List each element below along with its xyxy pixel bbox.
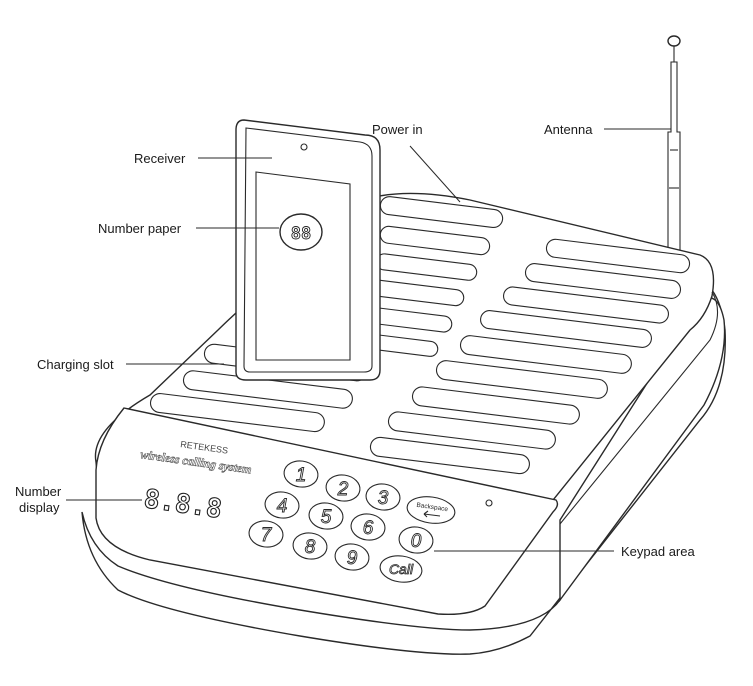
slot (369, 436, 530, 475)
slot (411, 386, 580, 425)
paper-number: 88 (291, 224, 311, 244)
slot (480, 310, 652, 348)
key-6[interactable]: 6 (349, 512, 386, 542)
svg-text:3: 3 (378, 488, 389, 509)
svg-text:Backspace: Backspace (416, 502, 449, 513)
svg-text:1: 1 (296, 465, 307, 486)
key-9[interactable]: 9 (333, 542, 370, 572)
key-4[interactable]: 4 (263, 490, 300, 520)
label-charging-slot: Charging slot (37, 357, 114, 372)
svg-text:9: 9 (347, 548, 358, 569)
svg-text:Call: Call (389, 561, 414, 577)
callout-leaders (66, 128, 671, 552)
antenna (667, 35, 681, 250)
label-number-paper: Number paper (98, 221, 182, 236)
key-7[interactable]: 7 (247, 519, 284, 549)
svg-text:2: 2 (337, 479, 349, 500)
svg-text:7: 7 (261, 525, 273, 546)
slot (524, 263, 682, 299)
svg-text:0: 0 (411, 531, 422, 552)
label-number-display-1: Number (15, 484, 62, 499)
slot (149, 393, 325, 433)
number-paper-badge: 88 (279, 213, 323, 251)
svg-text:8: 8 (305, 537, 316, 558)
svg-text:4: 4 (277, 496, 288, 517)
slot (387, 411, 556, 450)
label-keypad-area: Keypad area (621, 544, 695, 559)
label-number-display-2: display (19, 500, 60, 515)
slot (503, 286, 669, 324)
slot (545, 238, 691, 274)
key-0[interactable]: 0 (397, 525, 434, 555)
key-5[interactable]: 5 (307, 501, 344, 531)
label-receiver: Receiver (134, 151, 186, 166)
svg-text:6: 6 (363, 518, 374, 539)
key-2[interactable]: 2 (324, 473, 361, 503)
callout-labels: Receiver Power in Antenna Number paper C… (15, 122, 695, 559)
backspace-key[interactable]: Backspace (405, 494, 456, 526)
label-antenna: Antenna (544, 122, 593, 137)
keypad: 1 2 3 Backspace 4 5 6 0 (247, 459, 456, 585)
slot (435, 360, 608, 399)
receiver: 88 (235, 119, 381, 381)
svg-text:5: 5 (321, 507, 332, 528)
key-8[interactable]: 8 (291, 531, 328, 561)
call-key[interactable]: Call (378, 553, 423, 585)
charging-slots (149, 196, 691, 475)
key-1[interactable]: 1 (282, 459, 319, 489)
key-3[interactable]: 3 (364, 482, 401, 512)
slot (459, 335, 632, 374)
label-power-in: Power in (372, 122, 423, 137)
